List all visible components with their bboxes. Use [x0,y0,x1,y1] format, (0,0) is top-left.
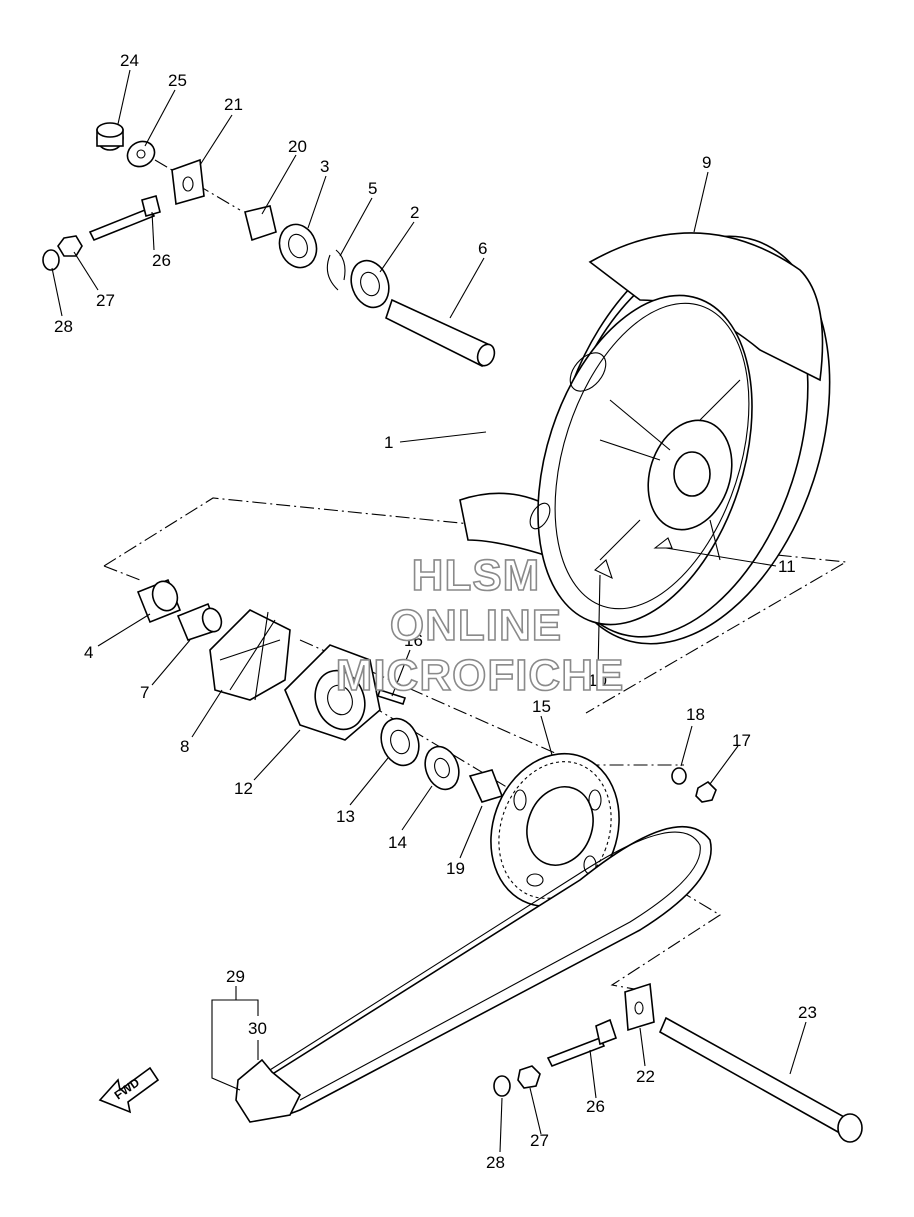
callout-13: 13 [336,807,355,826]
callout-20: 20 [288,137,307,156]
upper-hardware [42,122,390,309]
leader-lines [51,69,807,1153]
callout-18: 18 [686,705,705,724]
axle-sleeve [385,298,496,368]
callout-21: 21 [224,95,243,114]
callout-19: 19 [446,859,465,878]
callout-27-top: 27 [96,291,115,310]
callout-15: 15 [532,697,551,716]
watermark: HLSM ONLINE MICROFICHE [335,550,625,701]
callout-12: 12 [234,779,253,798]
callout-17: 17 [732,731,751,750]
callout-28-top: 28 [54,317,73,336]
callout-26-top: 26 [152,251,171,270]
callout-14: 14 [388,833,407,852]
hub-parts [136,578,504,803]
callout-29: 29 [226,967,245,986]
callout-23: 23 [798,1003,817,1022]
callout-26-bottom: 26 [586,1097,605,1116]
callout-22: 22 [636,1067,655,1086]
callout-24: 24 [120,51,139,70]
callout-10: 10 [588,671,607,690]
callout-16: 16 [404,631,423,650]
callout-28-bottom: 28 [486,1153,505,1172]
fwd-arrow-icon: FWD [98,1066,160,1114]
lower-hardware [493,982,863,1143]
callout-4: 4 [84,643,93,662]
drive-chain [235,825,712,1123]
watermark-line-2: ONLINE [390,601,562,650]
callout-27-bottom: 27 [530,1131,549,1150]
rear-wheel [459,232,831,645]
callout-1: 1 [384,433,393,452]
callout-11: 11 [778,557,796,576]
callout-25: 25 [168,71,187,90]
callout-5: 5 [368,179,377,198]
callout-labels: 24 25 21 20 3 5 2 6 9 1 11 10 26 27 28 4… [54,51,817,1172]
callout-7: 7 [140,683,149,702]
callout-30: 30 [248,1019,267,1038]
callout-8: 8 [180,737,189,756]
callout-3: 3 [320,157,329,176]
callout-2: 2 [410,203,419,222]
callout-6: 6 [478,239,487,258]
watermark-line-1: HLSM [412,551,541,600]
callout-9: 9 [702,153,711,172]
watermark-line-3: MICROFICHE [336,651,625,700]
